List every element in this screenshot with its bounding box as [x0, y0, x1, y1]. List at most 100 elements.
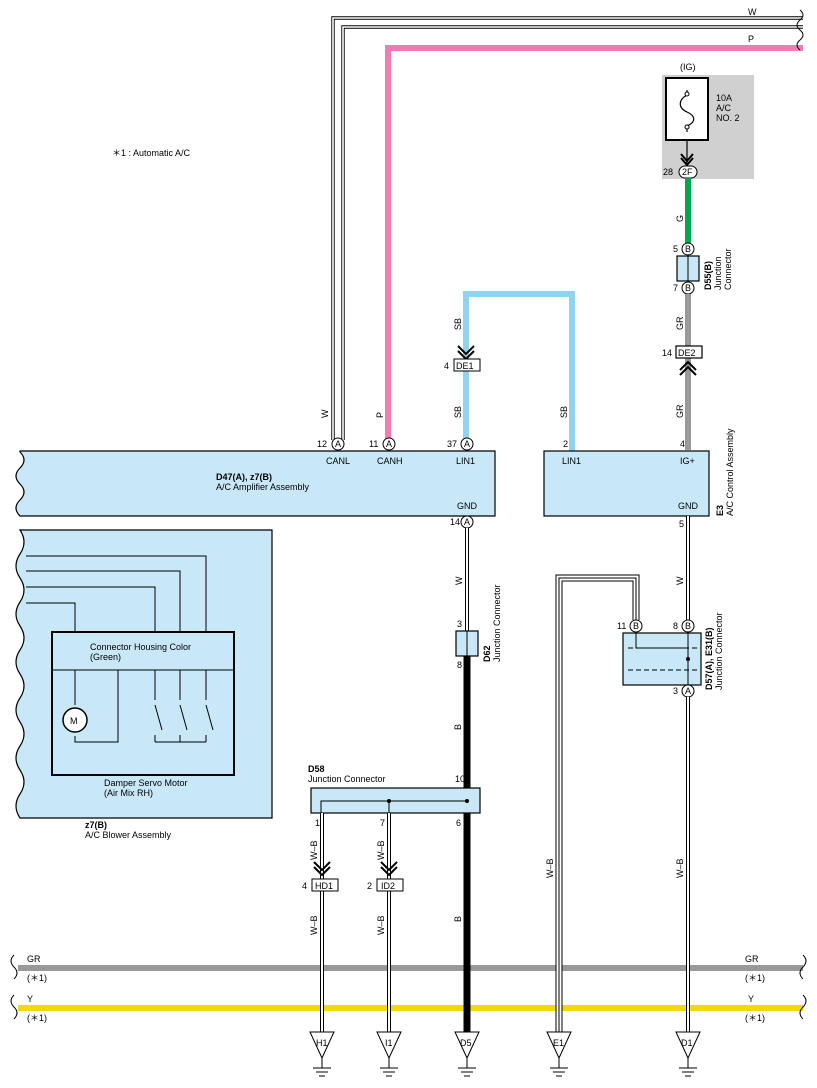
ground-label-d5: D5: [460, 1038, 472, 1048]
fuse-ig-label: (IG): [680, 62, 696, 72]
wire-label-gr-right: GR: [745, 954, 759, 964]
svg-text:2: 2: [563, 439, 568, 449]
svg-text:LIN1: LIN1: [456, 456, 475, 466]
wire-label-y-left: Y: [27, 994, 33, 1004]
svg-text:11: 11: [369, 439, 378, 449]
d55-name1: Junction: [713, 256, 723, 290]
svg-text:(＊1): (＊1): [27, 973, 47, 983]
svg-text:2: 2: [367, 881, 372, 891]
svg-text:A: A: [386, 439, 392, 449]
wire-label-p-canh: P: [375, 412, 385, 418]
ground-label-i1: I1: [385, 1038, 393, 1048]
svg-text:4: 4: [302, 881, 307, 891]
svg-text:4: 4: [680, 439, 685, 449]
motor-icon: [62, 707, 88, 733]
wire-label-gr-2: GR: [675, 404, 685, 418]
ground-label-h1: H1: [316, 1038, 328, 1048]
svg-text:5: 5: [673, 244, 678, 254]
svg-text:6: 6: [456, 818, 461, 828]
wire-label-w-top: W: [748, 7, 757, 17]
wire-p: [385, 45, 803, 440]
wire-label-b-1: B: [453, 724, 463, 730]
svg-text:CANL: CANL: [326, 456, 350, 466]
amp-pin-lin1: [460, 437, 474, 451]
ground-d1: [675, 1031, 701, 1077]
svg-text:37: 37: [447, 439, 457, 449]
svg-text:W–B: W–B: [309, 915, 319, 935]
svg-text:14: 14: [450, 517, 460, 527]
svg-text:7: 7: [380, 818, 385, 828]
svg-text:W–B: W–B: [675, 858, 685, 878]
d55-pin-top: [681, 242, 695, 256]
svg-text:M: M: [70, 716, 78, 726]
svg-text:LIN1: LIN1: [562, 456, 581, 466]
svg-text:ID2: ID2: [381, 881, 395, 891]
d62-name: Junction Connector: [492, 584, 502, 662]
ground-d5: [454, 1031, 480, 1077]
svg-text:8: 8: [457, 660, 462, 670]
svg-text:GND: GND: [457, 501, 478, 511]
svg-text:(＊1): (＊1): [745, 973, 765, 983]
d58-name: Junction Connector: [308, 774, 386, 784]
d57-id: D57(A), E31(B): [704, 627, 714, 690]
svg-text:2F: 2F: [682, 167, 693, 177]
svg-text:10: 10: [455, 774, 465, 784]
svg-text:W: W: [675, 576, 685, 585]
chevron-down-icon: [313, 861, 331, 877]
svg-text:W–B: W–B: [376, 840, 386, 860]
svg-text:DE2: DE2: [678, 348, 696, 358]
note-automatic-ac: ＊1 : Automatic A/C: [112, 148, 191, 158]
d57-pin-11: [629, 619, 643, 633]
amp-name: A/C Amplifier Assembly: [216, 482, 310, 492]
svg-text:A: A: [685, 686, 691, 696]
wire-label-p-top: P: [748, 34, 754, 44]
svg-text:B: B: [633, 621, 639, 631]
d55-name2: Connector: [723, 248, 733, 290]
svg-text:Connector Housing Color: Connector Housing Color: [90, 642, 191, 652]
d57-name: Junction Connector: [714, 612, 724, 690]
svg-text:CANH: CANH: [377, 456, 403, 466]
fuse-amp: 10A: [716, 93, 732, 103]
wire-label-g: G: [675, 215, 685, 222]
svg-text:3: 3: [457, 619, 462, 629]
d55-id: D55(B): [703, 261, 713, 290]
chevron-up-icon: [679, 360, 697, 376]
wire-label-sb-1: SB: [453, 318, 463, 330]
amp-pin-canl: [331, 437, 345, 451]
wire-label-b-2: B: [453, 916, 463, 922]
e3-name: A/C Control Assembly: [725, 428, 735, 516]
fuse-name2: NO. 2: [716, 113, 740, 123]
svg-text:A: A: [464, 517, 470, 527]
amp-pin-canh: [382, 437, 396, 451]
svg-text:5: 5: [679, 519, 684, 529]
svg-text:(＊1): (＊1): [27, 1013, 47, 1023]
fuse-pin-num: 28: [663, 167, 673, 177]
svg-text:12: 12: [317, 439, 327, 449]
svg-text:(Green): (Green): [90, 652, 121, 662]
svg-text:IG+: IG+: [680, 456, 695, 466]
svg-text:A: A: [464, 439, 470, 449]
svg-text:W–B: W–B: [545, 858, 555, 878]
svg-text:7: 7: [673, 283, 678, 293]
ac-amplifier-assembly: [15, 450, 496, 517]
svg-text:(＊1): (＊1): [745, 1013, 765, 1023]
svg-text:B: B: [685, 283, 691, 293]
svg-text:11: 11: [617, 621, 626, 631]
wire-sb: [463, 291, 575, 452]
svg-text:DE1: DE1: [456, 361, 474, 371]
svg-text:GND: GND: [678, 501, 699, 511]
wire-label-gr-1: GR: [675, 316, 685, 330]
svg-text:A: A: [335, 439, 341, 449]
svg-text:B: B: [685, 244, 691, 254]
e3-id: E3: [715, 505, 725, 516]
blower-wiring: [26, 555, 207, 632]
d62-id: D62: [482, 645, 492, 662]
svg-text:(Air Mix RH): (Air Mix RH): [104, 788, 153, 798]
svg-text:3: 3: [673, 686, 678, 696]
damper-servo-motor: [51, 631, 235, 776]
svg-text:Damper Servo Motor: Damper Servo Motor: [104, 778, 188, 788]
svg-text:4: 4: [444, 361, 449, 371]
ground-label-d1: D1: [681, 1038, 693, 1048]
fuse-icon: [679, 90, 695, 132]
